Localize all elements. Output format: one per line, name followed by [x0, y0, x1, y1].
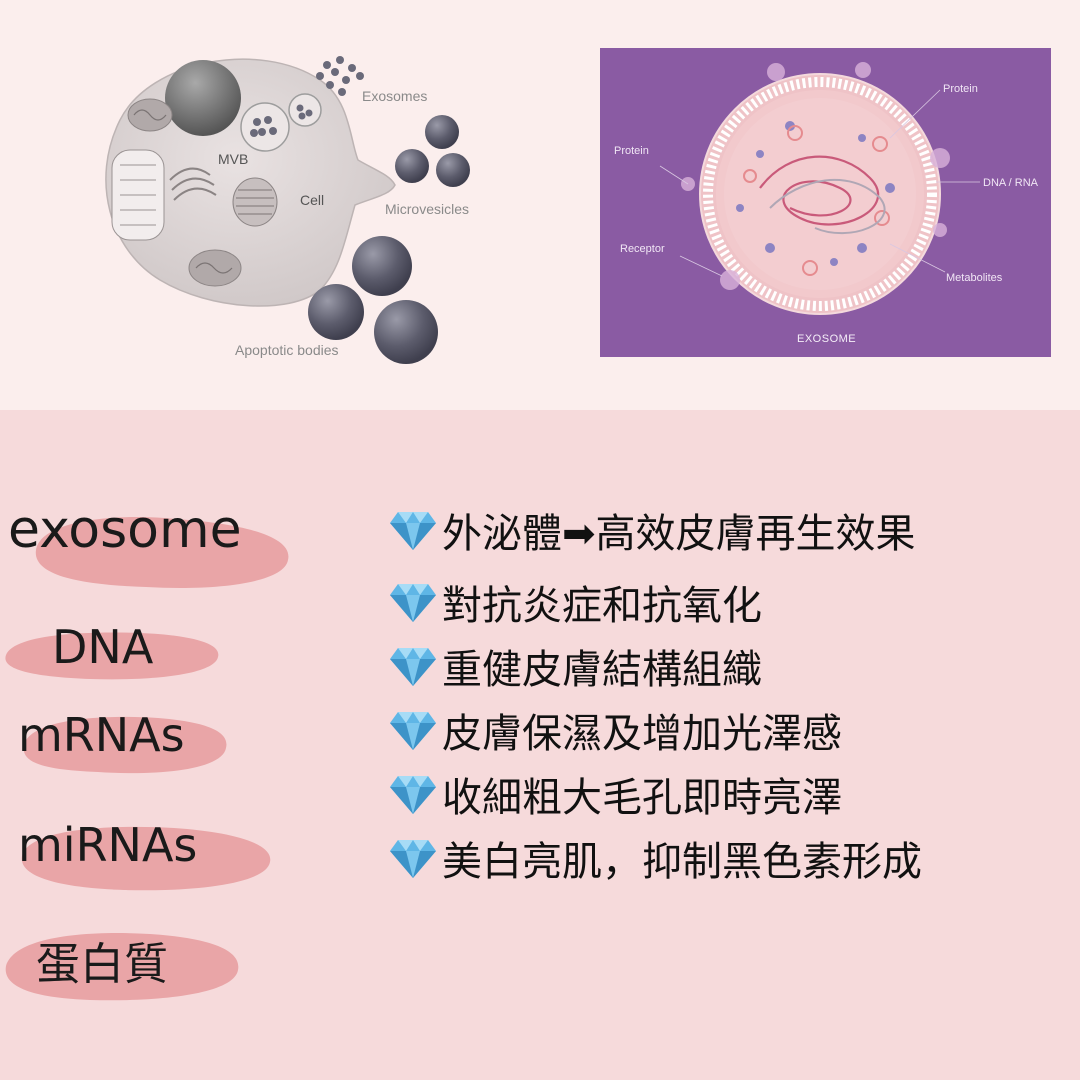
receptor-label: Receptor: [620, 243, 665, 255]
exosomes-label: Exosomes: [362, 88, 427, 104]
microvesicle: [436, 153, 470, 187]
pink-brush-blob: [5, 933, 239, 1001]
apoptotic-body: [374, 300, 438, 364]
cell-label: Cell: [300, 192, 324, 208]
mitochondrion: [188, 249, 242, 287]
metabolites-label: Metabolites: [946, 272, 1003, 284]
benefit-text: 對抗炎症和抗氧化: [442, 583, 762, 629]
microvesicles-label: Microvesicles: [385, 201, 469, 217]
term-exosome: exosome: [8, 500, 289, 588]
term-mrnas: mRNAs: [18, 708, 227, 774]
term-mirnas: miRNAs: [18, 818, 271, 891]
list-item: 收細粗大毛孔即時亮澤: [388, 762, 1068, 826]
term-label: DNA: [52, 620, 154, 674]
diamond-icon: [390, 584, 436, 622]
benefit-list: 外泌體➡高效皮膚再生效果 對抗炎症和抗氧化 重健皮膚結構組織 皮膚保濕: [388, 498, 1068, 890]
list-item: 外泌體➡高效皮膚再生效果: [388, 498, 1068, 562]
cell-secretion-diagram: Exosomes MVB Cell Microvesicles Apoptoti…: [105, 56, 470, 364]
diamond-icon: [390, 840, 436, 878]
pink-brush-blob: [21, 826, 271, 891]
protein-left-label: Protein: [614, 145, 649, 157]
term-label: mRNAs: [18, 708, 185, 762]
list-item: 美白亮肌，抑制黑色素形成: [388, 826, 1068, 890]
term-protein: 蛋白質: [5, 928, 239, 1001]
pink-brush-blob: [23, 716, 227, 774]
mvb-vesicle: [240, 102, 290, 152]
mvb-label: MVB: [218, 151, 248, 167]
diamond-icon: [390, 776, 436, 814]
dna-rna-label: DNA / RNA: [983, 177, 1039, 189]
benefit-text: 皮膚保濕及增加光澤感: [442, 711, 842, 757]
pink-brush-blob: [35, 517, 289, 588]
term-label: exosome: [8, 500, 242, 560]
nucleus: [165, 60, 241, 136]
term-dna: DNA: [5, 620, 219, 680]
benefit-text: 重健皮膚結構組織: [442, 647, 762, 693]
golgi: [169, 167, 217, 201]
list-item: 皮膚保濕及增加光澤感: [388, 698, 1068, 762]
benefit-text: 收細粗大毛孔即時亮澤: [442, 775, 842, 821]
list-item: 對抗炎症和抗氧化: [388, 570, 1068, 634]
benefit-text: 美白亮肌，抑制黑色素形成: [442, 839, 922, 885]
term-label: miRNAs: [18, 818, 198, 872]
exosome-cluster: [316, 56, 364, 96]
exosome-structure-diagram: Protein Protein DNA / RNA Receptor Metab…: [600, 48, 1051, 357]
apoptotic-bodies-label: Apoptotic bodies: [235, 342, 339, 358]
protein-top-label: Protein: [943, 83, 978, 95]
apoptotic-body: [352, 236, 412, 296]
benefit-text: 外泌體➡高效皮膚再生效果: [442, 511, 916, 557]
diamond-icon: [390, 648, 436, 686]
term-label: 蛋白質: [36, 939, 168, 990]
diamond-icon: [390, 712, 436, 750]
list-item: 重健皮膚結構組織: [388, 634, 1068, 698]
apoptotic-body: [308, 284, 364, 340]
microvesicle: [425, 115, 459, 149]
diamond-icon: [390, 512, 436, 550]
exosome-title: EXOSOME: [797, 333, 856, 345]
pink-brush-blob: [5, 632, 219, 680]
microvesicle: [395, 149, 429, 183]
